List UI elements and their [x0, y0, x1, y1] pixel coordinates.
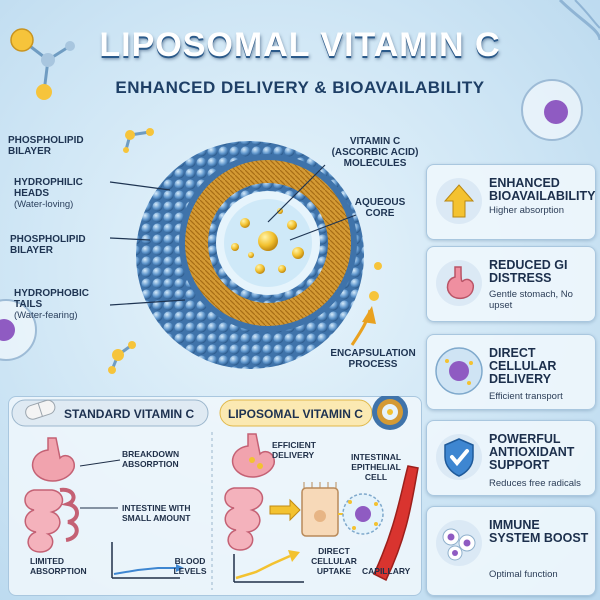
benefit-title: ENHANCED BIOAVAILABILITY	[489, 176, 596, 203]
benefit-desc: Reduces free radicals	[489, 478, 581, 489]
comparison-illustration	[11, 396, 419, 590]
benefit-title: POWERFUL ANTIOXIDANT SUPPORT	[489, 432, 575, 472]
benefit-card-gi-distress: REDUCED GI DISTRESS Gentle stomach, No u…	[426, 246, 596, 322]
cell-icon	[435, 347, 483, 395]
shield-check-icon	[436, 434, 482, 480]
label-hydrophilic-heads: HYDROPHILIC HEADS (Water-loving)	[14, 177, 83, 210]
benefit-title: IMMUNE SYSTEM BOOST	[489, 518, 589, 545]
label-aqueous-core: AQUEOUS CORE	[354, 197, 406, 219]
benefit-desc: Optimal function	[489, 569, 558, 580]
label-encapsulation-process: ENCAPSULATION PROCESS	[330, 348, 416, 370]
label-direct-uptake: DIRECT CELLULAR UPTAKE	[311, 546, 357, 576]
label-breakdown-absorption: BREAKDOWN ABSORPTION	[122, 449, 180, 469]
label-efficient-delivery: EFFICIENT DELIVERY	[272, 440, 316, 460]
label-phospholipid-bilayer-mid: PHOSPHOLIPID BILAYER	[10, 234, 86, 256]
benefit-desc: Higher absorption	[489, 205, 564, 216]
benefit-card-bioavailability: ENHANCED BIOAVAILABILITY Higher absorpti…	[426, 164, 596, 240]
up-arrow-icon	[436, 178, 482, 224]
label-hydrophobic-tails: HYDROPHOBIC TAILS (Water-fearing)	[14, 288, 90, 321]
benefit-card-antioxidant: POWERFUL ANTIOXIDANT SUPPORT Reduces fre…	[426, 420, 596, 496]
subtitle: ENHANCED DELIVERY & BIOAVAILABILITY	[115, 78, 485, 97]
benefit-desc: Gentle stomach, No upset	[489, 289, 573, 311]
label-limited-absorption: LIMITED ABSORPTION	[30, 556, 87, 576]
benefit-desc: Efficient transport	[489, 391, 563, 402]
label-phospholipid-bilayer-top: PHOSPHOLIPID BILAYER	[8, 135, 84, 157]
label-vitamin-c: VITAMIN C (ASCORBIC ACID) MOLECULES	[331, 136, 419, 169]
stomach-icon	[436, 260, 482, 306]
label-epithelial-cell: INTESTINAL EPITHELIAL CELL	[350, 452, 402, 482]
liposomal-vitamin-c-title: LIPOSOMAL VITAMIN C	[228, 407, 363, 421]
main-title: LIPOSOMAL VITAMIN C	[99, 26, 501, 64]
benefit-title: REDUCED GI DISTRESS	[489, 258, 568, 285]
immune-cells-icon	[436, 520, 482, 566]
liposome-illustration	[136, 141, 364, 369]
label-capillary: CAPILLARY	[362, 566, 411, 576]
label-intestine-small: INTESTINE WITH SMALL AMOUNT	[122, 503, 191, 523]
vitamin-c-molecules	[231, 208, 304, 274]
comparison-panel	[8, 396, 422, 596]
benefit-card-cellular-delivery: DIRECT CELLULAR DELIVERY Efficient trans…	[426, 334, 596, 410]
benefit-card-immune: IMMUNE SYSTEM BOOST Optimal function	[426, 506, 596, 596]
standard-vitamin-c-title: STANDARD VITAMIN C	[64, 407, 195, 421]
label-blood-levels: BLOOD LEVELS	[173, 556, 207, 576]
benefit-title: DIRECT CELLULAR DELIVERY	[489, 346, 557, 386]
